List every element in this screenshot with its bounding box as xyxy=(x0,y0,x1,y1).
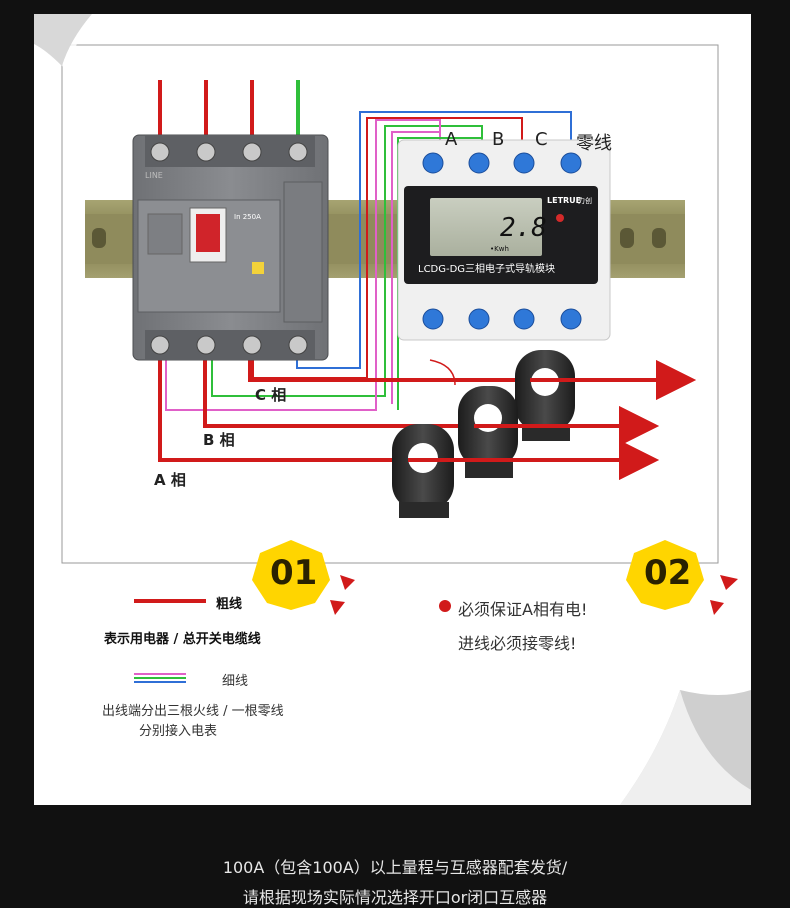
phase-c-label: C 相 xyxy=(255,386,287,404)
breaker-line-text: LINE xyxy=(145,171,163,180)
badge-02 xyxy=(626,540,738,615)
terminal-neutral-label: 零线 xyxy=(576,133,612,154)
note-line-2: 进线必须接零线! xyxy=(458,634,577,653)
current-transformers xyxy=(392,350,575,518)
legend-thin-desc-1: 出线端分出三根火线 / 一根零线 xyxy=(102,704,284,719)
note-bullet xyxy=(439,600,451,612)
terminal-c-label: C xyxy=(535,129,548,150)
page-curl-top xyxy=(34,14,92,66)
badge-01-number: 01 xyxy=(270,553,318,593)
c-thin-wire xyxy=(252,117,523,379)
ct-a xyxy=(392,424,454,518)
ct-b xyxy=(458,386,518,478)
meter-pulse-led xyxy=(556,214,564,222)
note-line-1: 必须保证A相有电! xyxy=(458,600,588,619)
breaker-rating: In 250A xyxy=(234,213,261,221)
meter-model-label: LCDG-DG三相电子式导轨模块 xyxy=(418,262,555,275)
meter-brand-cn: 力创 xyxy=(578,196,592,205)
legend-thin-label: 细线 xyxy=(222,674,249,689)
legend-thick-desc: 表示用电器 / 总开关电缆线 xyxy=(104,632,261,647)
terminal-b-label: B xyxy=(492,129,505,150)
legend-thin-desc-2: 分别接入电表 xyxy=(139,724,218,739)
meter-reading: 2.8 xyxy=(500,213,547,243)
legend-thin-lines xyxy=(134,673,186,683)
diagram-frame xyxy=(61,44,719,564)
energy-meter: 2.8 •Kwh LETRUE 力创 LCDG-DG三相电子式导轨模块 xyxy=(397,139,611,341)
badge-02-number: 02 xyxy=(644,553,692,593)
terminal-a-label: A xyxy=(445,129,458,150)
a-thin-wire xyxy=(165,119,441,411)
b-thin-wire xyxy=(211,125,483,397)
meter-unit: •Kwh xyxy=(490,245,509,253)
phase-a-label: A 相 xyxy=(154,471,186,489)
neutral-thin-wire xyxy=(296,111,572,369)
phase-b-label: B 相 xyxy=(203,431,235,449)
badge-01 xyxy=(252,540,355,615)
meter-brand: LETRUE xyxy=(547,196,581,205)
footer-line-2: 请根据现场实际情况选择开口or闭口互感器 xyxy=(242,888,548,907)
circuit-breaker: In 250A LINE xyxy=(132,134,329,361)
legend-thick-label: 粗线 xyxy=(216,597,243,612)
footer-line-1: 100A（包含100A）以上量程与互感器配套发货/ xyxy=(222,858,568,877)
